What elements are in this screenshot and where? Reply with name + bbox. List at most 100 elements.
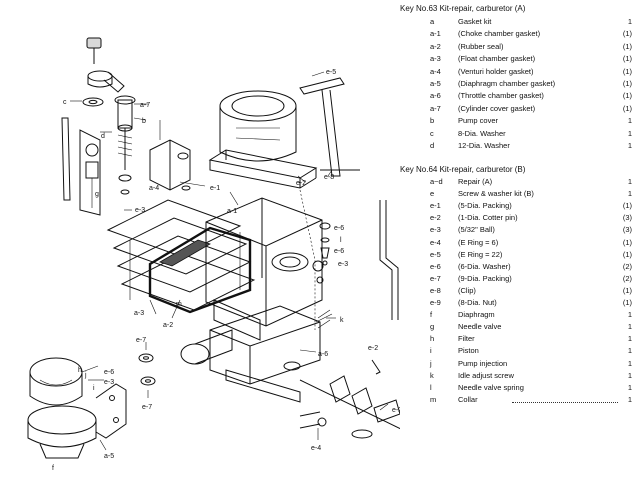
part-quantity: (2) bbox=[622, 273, 632, 283]
part-description: 12-Dia. Washer bbox=[458, 141, 510, 150]
callout-a2: a-2 bbox=[163, 322, 173, 329]
part-code: a-2 bbox=[430, 41, 441, 51]
part-description: (Clip) bbox=[458, 285, 476, 295]
part-quantity: 1 bbox=[627, 394, 632, 404]
part-quantity: 1 bbox=[627, 370, 632, 380]
part-description: Pump cover bbox=[458, 116, 499, 126]
callout-e6-right: e-6 bbox=[334, 225, 344, 232]
part-code: b bbox=[430, 116, 435, 126]
part-quantity: (1) bbox=[622, 91, 632, 101]
callout-e5: e-5 bbox=[326, 69, 336, 76]
callout-e3-top: e-3 bbox=[135, 207, 145, 214]
throttle-shaft bbox=[299, 375, 400, 439]
part-description: Pump injection bbox=[458, 358, 508, 368]
callout-e2-bottom: e-2 bbox=[392, 407, 400, 414]
part-code: e-6 bbox=[430, 261, 441, 271]
part-description: (Diaphragm chamber gasket) bbox=[458, 79, 556, 88]
callout-i: i bbox=[93, 385, 95, 392]
part-code: j bbox=[430, 358, 432, 368]
key64-title: Key No.64 Kit-repair, carburetor (B) bbox=[400, 165, 526, 174]
part-code: k bbox=[430, 370, 434, 380]
part-quantity: (2) bbox=[622, 261, 632, 271]
part-description: (Throttle chamber gasket) bbox=[458, 91, 544, 101]
part-description: Repair (A) bbox=[458, 177, 493, 186]
part-code: e-9 bbox=[430, 298, 441, 307]
part-quantity: 1 bbox=[627, 334, 632, 344]
callout-e8: e-8 bbox=[324, 174, 334, 181]
parts-list-row: a~d Repair (A) 1 bbox=[400, 176, 632, 188]
callout-e6-right2: e-6 bbox=[334, 248, 344, 255]
parts-list-row: a-7(Cylinder cover gasket)(1) bbox=[400, 103, 632, 115]
parts-list-row: k Idle adjust screw 1 bbox=[400, 370, 632, 382]
parts-list-row: a-6 (Throttle chamber gasket) (1) bbox=[400, 90, 632, 102]
part-description: (E Ring = 6) bbox=[458, 237, 499, 247]
callout-m: m bbox=[176, 301, 182, 308]
parts-list-row: a-4(Venturi holder gasket)(1) bbox=[400, 66, 632, 78]
part-code: a-1 bbox=[430, 29, 441, 39]
part-quantity: 1 bbox=[627, 358, 632, 368]
callout-e1: e-1 bbox=[210, 185, 220, 192]
part-quantity: 1 bbox=[627, 177, 632, 186]
part-quantity: 1 bbox=[627, 141, 632, 150]
part-quantity: (1) bbox=[622, 29, 632, 39]
part-code: a~d bbox=[430, 177, 443, 186]
part-description: Diaphragm bbox=[458, 310, 495, 320]
parts-list-row: j Pump injection 1 bbox=[400, 358, 632, 370]
part-quantity: 1 bbox=[627, 310, 632, 320]
parts-list-row: a-2(Rubber seal)(1) bbox=[400, 41, 632, 53]
part-quantity: 1 bbox=[627, 17, 632, 26]
part-code: a-3 bbox=[430, 54, 441, 64]
gasket-stack bbox=[106, 199, 256, 314]
part-code: a-7 bbox=[430, 103, 441, 113]
callout-c: c bbox=[63, 99, 67, 106]
choke-chamber bbox=[208, 90, 318, 189]
throttle-chamber bbox=[180, 305, 321, 403]
part-description: Filter bbox=[458, 334, 475, 344]
part-code: e-4 bbox=[430, 237, 441, 247]
callout-h: h bbox=[78, 367, 82, 374]
float-chamber-part bbox=[61, 117, 101, 216]
part-description: (5/32" Ball) bbox=[458, 225, 495, 235]
part-description: (E Ring = 22) bbox=[458, 249, 503, 259]
part-code: g bbox=[430, 322, 435, 332]
part-quantity: (1) bbox=[622, 41, 632, 51]
venturi-holder bbox=[149, 120, 191, 191]
part-description: (9-Dia. Packing) bbox=[458, 273, 512, 283]
parts-list-row: e-7 (9-Dia. Packing) (2) bbox=[400, 273, 632, 285]
part-code: e-7 bbox=[430, 273, 441, 283]
part-code: a-6 bbox=[430, 91, 441, 101]
carburetor-exploded-diagram: a-7 c b d g e-3 a-4 e-1 a-1 e-2 e-5 e-8 … bbox=[27, 37, 400, 472]
callout-d: d bbox=[101, 133, 105, 140]
part-description: (Choke chamber gasket) bbox=[458, 29, 541, 39]
part-quantity: (3) bbox=[622, 225, 632, 235]
callout-e2-mid: e-2 bbox=[368, 345, 378, 352]
part-code: c bbox=[430, 128, 434, 138]
parts-list-row: e-1(5-Dia. Packing)(1) bbox=[400, 200, 632, 212]
parts-list-row: e-5(E Ring = 22)(1) bbox=[400, 249, 632, 261]
part-code: e-8 bbox=[430, 285, 441, 295]
part-code: i bbox=[430, 346, 432, 356]
part-code: l bbox=[430, 382, 432, 392]
part-quantity: (1) bbox=[622, 249, 632, 259]
parts-list-row: e-4 (E Ring = 6) (1) bbox=[400, 237, 632, 249]
dotted-leader bbox=[512, 401, 618, 403]
callout-k: k bbox=[340, 317, 344, 324]
parts-list-row: e-8(Clip)(1) bbox=[400, 285, 632, 297]
part-description: (Float chamber gasket) bbox=[458, 54, 536, 64]
parts-list-row: e-9(8-Dia. Nut)(1) bbox=[400, 297, 632, 309]
part-description: (Venturi holder gasket) bbox=[458, 66, 534, 76]
part-code: a-5 bbox=[430, 79, 441, 88]
callout-a3: a-3 bbox=[134, 310, 144, 317]
key63-title: Key No.63 Kit-repair, carburetor (A) bbox=[400, 4, 526, 13]
part-quantity: (1) bbox=[622, 237, 632, 247]
part-description: Screw & washer kit (B) bbox=[458, 189, 534, 199]
part-quantity: (1) bbox=[622, 54, 632, 64]
part-description: Idle adjust screw bbox=[458, 370, 514, 380]
parts-list-row: e-6(6-Dia. Washer)(2) bbox=[400, 261, 632, 273]
